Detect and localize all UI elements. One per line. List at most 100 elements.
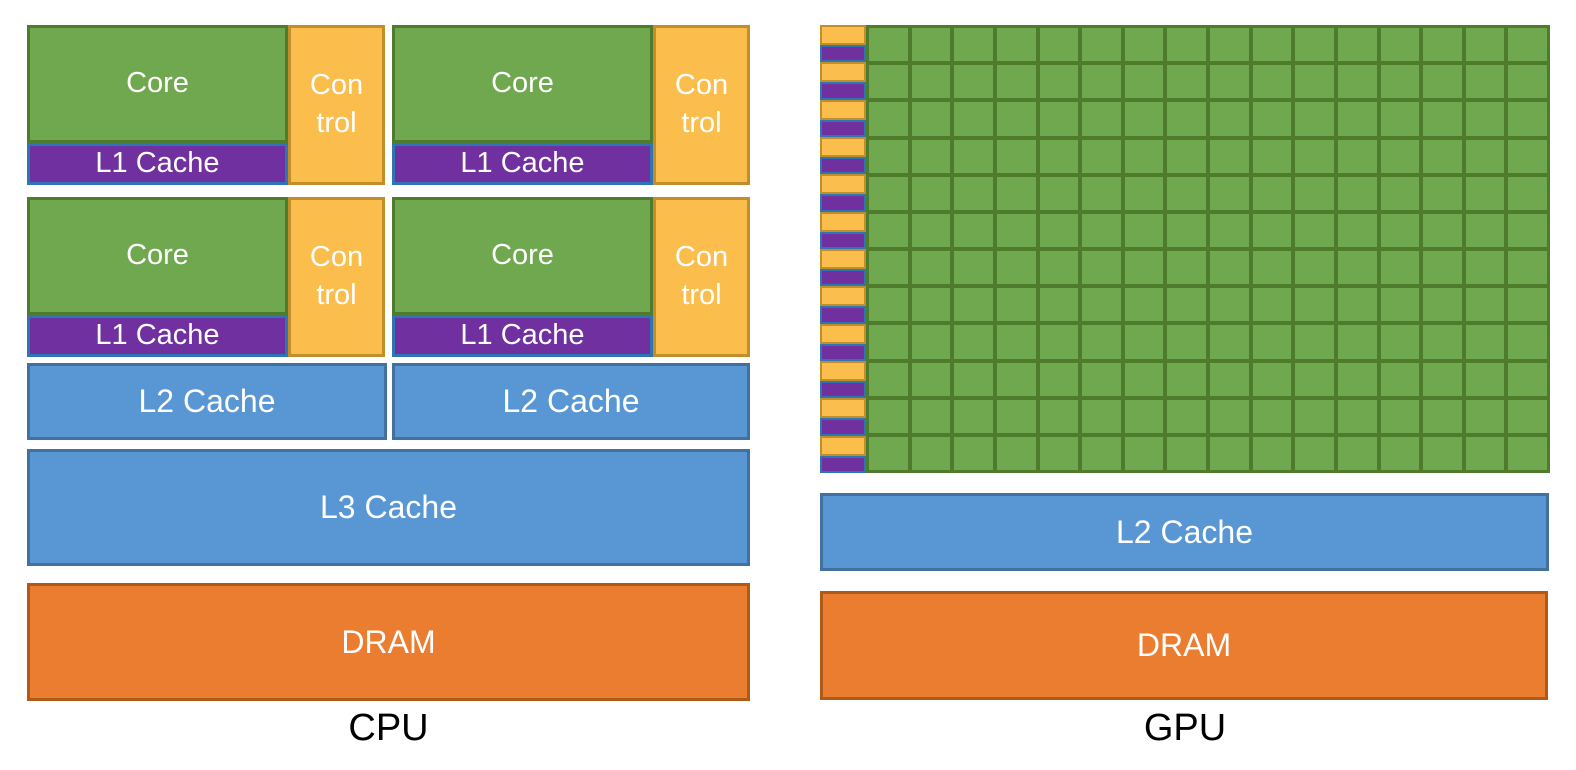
gpu-core-cell [1037, 211, 1081, 249]
gpu-core-cell [1293, 211, 1336, 249]
l2-cache-label: L2 Cache [502, 383, 640, 419]
gpu-core-cell [1165, 286, 1208, 324]
gpu-core-cell [867, 63, 910, 101]
gpu-core-cell [994, 286, 1038, 324]
gpu-core-cell [1122, 174, 1166, 212]
gpu-control-stripe [820, 136, 866, 157]
control-label: Con trol [309, 69, 364, 139]
gpu-core-cell [1421, 26, 1464, 64]
gpu-core-cell [1250, 137, 1294, 175]
cpu-core-group: Core Con trol L1 Cache [392, 25, 750, 185]
gpu-l1-cache-stripe [820, 418, 866, 436]
gpu-core-cell [994, 137, 1038, 175]
gpu-core-cell [909, 249, 953, 287]
gpu-core-cell [1293, 286, 1336, 324]
gpu-core-cell [1208, 360, 1251, 398]
gpu-core-cell [1080, 323, 1123, 361]
gpu-control-stripe [820, 398, 866, 419]
gpu-core-cell [1208, 434, 1251, 472]
gpu-core-cell [1421, 434, 1464, 472]
gpu-core-cell [1122, 434, 1166, 472]
gpu-core-cell [1122, 286, 1166, 324]
gpu-core-cell [1506, 100, 1549, 138]
gpu-core-cell [1037, 174, 1081, 212]
gpu-core-cell [1421, 323, 1464, 361]
cpu-core-group: Core Con trol L1 Cache [27, 197, 385, 357]
gpu-core-cell [1293, 249, 1336, 287]
gpu-core-cell [1037, 137, 1081, 175]
gpu-core-cell [1463, 249, 1507, 287]
gpu-core-cell [1378, 100, 1422, 138]
gpu-core-cell [1506, 26, 1549, 64]
gpu-core-cell [1421, 211, 1464, 249]
gpu-core-cell [1293, 397, 1336, 435]
gpu-core-cell [867, 397, 910, 435]
gpu-core-cell [909, 137, 953, 175]
gpu-core-cell [1293, 26, 1336, 64]
gpu-core-cell [1250, 63, 1294, 101]
gpu-core-cell [1378, 249, 1422, 287]
l1-cache-label: L1 Cache [460, 319, 585, 352]
cpu-control-block: Con trol [288, 25, 385, 185]
gpu-core-cell [1335, 100, 1379, 138]
gpu-core-cell [1378, 26, 1422, 64]
gpu-core-cell [1080, 63, 1123, 101]
gpu-core-cell [1208, 174, 1251, 212]
gpu-core-cell [867, 249, 910, 287]
gpu-core-cell [1506, 360, 1549, 398]
control-label: Con trol [309, 241, 364, 311]
gpu-core-cell [909, 360, 953, 398]
gpu-l1-cache-stripe [820, 82, 866, 100]
l1-cache-label: L1 Cache [460, 147, 585, 180]
gpu-control-stripe [820, 286, 866, 307]
gpu-dram-block: DRAM [820, 591, 1548, 700]
gpu-core-cell [1208, 100, 1251, 138]
dram-label: DRAM [341, 623, 436, 660]
cpu-l2-cache-block: L2 Cache [27, 363, 387, 440]
gpu-core-cell [1037, 360, 1081, 398]
gpu-core-cell [952, 137, 995, 175]
gpu-core-cell [1506, 249, 1549, 287]
gpu-core-cell [1293, 100, 1336, 138]
cpu-l1-cache-block: L1 Cache [392, 143, 653, 185]
gpu-core-cell [1378, 434, 1422, 472]
gpu-l1-cache-stripe [820, 156, 866, 175]
gpu-core-cell [952, 63, 995, 101]
gpu-control-l1-column [820, 25, 866, 473]
gpu-core-cell [867, 174, 910, 212]
gpu-l2-cache-block: L2 Cache [820, 493, 1549, 571]
gpu-core-cell [1208, 137, 1251, 175]
gpu-control-stripe [820, 360, 866, 381]
cpu-control-block: Con trol [653, 25, 750, 185]
gpu-core-cell [1421, 137, 1464, 175]
gpu-row-control-l1 [820, 62, 866, 100]
l2-cache-label: L2 Cache [138, 383, 276, 419]
gpu-core-cell [1421, 100, 1464, 138]
cpu-panel: Core Con trol L1 Cache Core Con trol L1 … [27, 25, 750, 749]
gpu-core-cell [1421, 360, 1464, 398]
gpu-core-cell [952, 174, 995, 212]
gpu-core-cell [1378, 137, 1422, 175]
gpu-core-cell [1122, 100, 1166, 138]
gpu-control-stripe [820, 323, 866, 344]
gpu-core-cell [1122, 211, 1166, 249]
gpu-core-cell [1208, 63, 1251, 101]
gpu-core-cell [1208, 249, 1251, 287]
gpu-core-cell [1250, 360, 1294, 398]
gpu-core-cell [1165, 137, 1208, 175]
gpu-panel: L2 Cache DRAM GPU [790, 0, 1576, 770]
gpu-core-cell [1378, 397, 1422, 435]
gpu-core-cell [1122, 26, 1166, 64]
gpu-core-cell [867, 211, 910, 249]
gpu-l1-cache-stripe [820, 343, 866, 361]
gpu-core-cell [952, 100, 995, 138]
gpu-core-cell [1378, 211, 1422, 249]
gpu-core-cell [952, 26, 995, 64]
gpu-row-control-l1 [820, 211, 866, 249]
gpu-core-cell [909, 100, 953, 138]
gpu-l1-cache-stripe [820, 44, 866, 63]
gpu-core-cell [1421, 286, 1464, 324]
gpu-row-control-l1 [820, 248, 866, 287]
gpu-core-cell [1463, 26, 1507, 64]
gpu-core-cell [1250, 323, 1294, 361]
